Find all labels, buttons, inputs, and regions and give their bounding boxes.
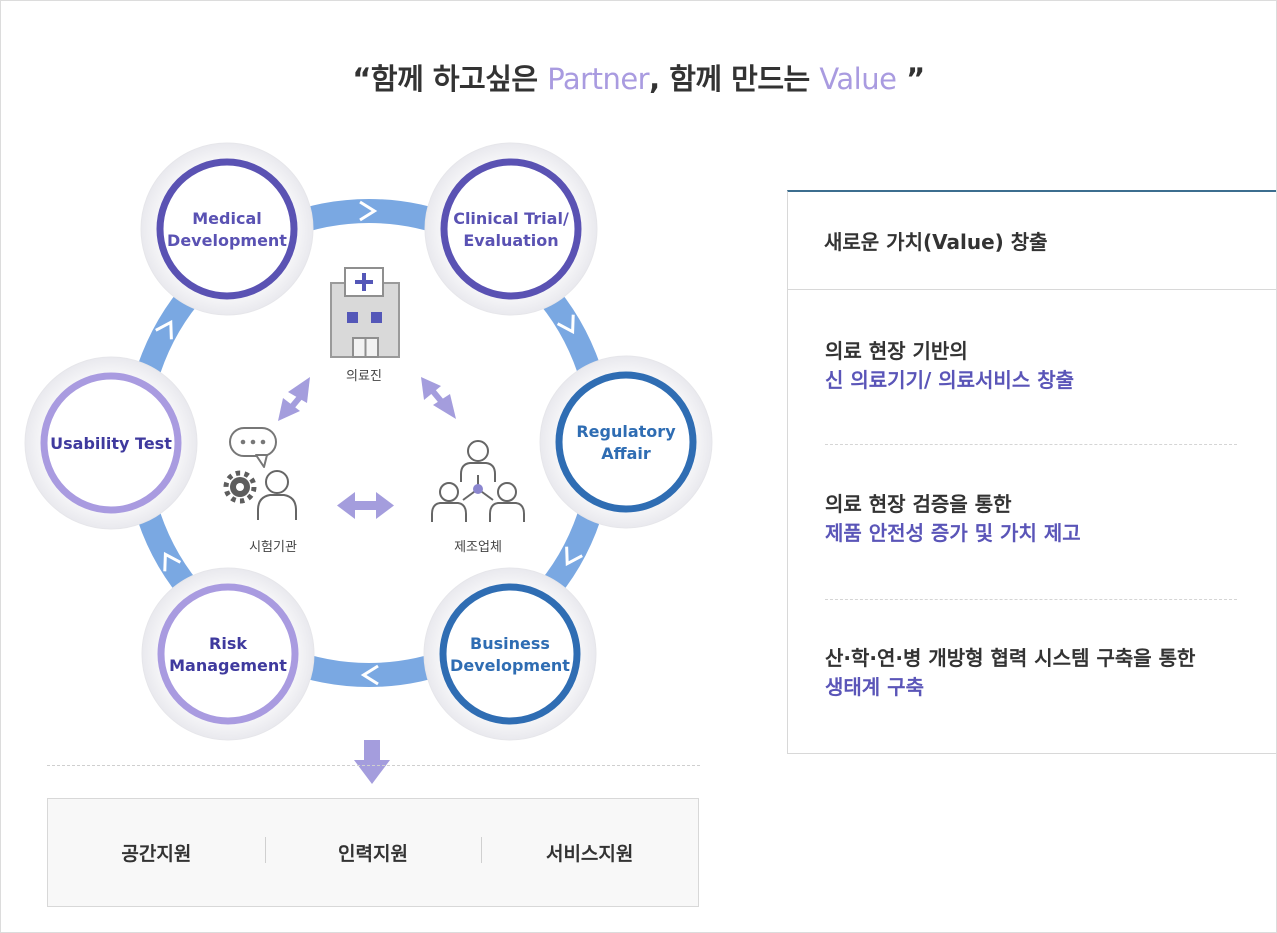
node-label-line1: Regulatory bbox=[576, 422, 676, 441]
node-label-line1: Usability Test bbox=[50, 434, 172, 453]
node-label-line1: Business bbox=[470, 634, 550, 653]
value-item-2-line1: 의료 현장 검증을 통한 bbox=[825, 492, 1012, 516]
value-item-2-line2: 제품 안전성 증가 및 가치 제고 bbox=[825, 521, 1081, 545]
node-label-line2: Evaluation bbox=[463, 231, 558, 250]
value-item-3-line1: 산·학·연·병 개방형 협력 시스템 구축을 통한 bbox=[825, 646, 1196, 670]
value-separator-1 bbox=[825, 444, 1237, 445]
headline-accent-value: Value bbox=[819, 62, 897, 96]
value-item-2: 의료 현장 검증을 통한 제품 안전성 증가 및 가치 제고 bbox=[825, 490, 1237, 548]
hospital-icon bbox=[330, 267, 400, 358]
section-divider bbox=[47, 765, 700, 766]
value-item-3: 산·학·연·병 개방형 협력 시스템 구축을 통한 생태계 구축 bbox=[825, 644, 1237, 702]
track-chevron-4 bbox=[360, 664, 379, 686]
support-item-space: 공간지원 bbox=[121, 843, 192, 865]
value-panel-title: 새로운 가치(Value) 창출 bbox=[788, 192, 1276, 290]
track-chevron-5 bbox=[163, 551, 182, 572]
person-icon bbox=[257, 470, 297, 520]
headline: “함께 하고싶은 Partner, 함께 만드는 Value ” bbox=[0, 56, 1277, 98]
node-label-line1: Clinical Trial/ bbox=[453, 209, 569, 228]
value-item-1: 의료 현장 기반의 신 의료기기/ 의료서비스 창출 bbox=[825, 337, 1237, 395]
track-chevron-3 bbox=[565, 546, 583, 567]
value-item-1-line2: 신 의료기기/ 의료서비스 창출 bbox=[825, 368, 1074, 392]
support-item-staff: 인력지원 bbox=[264, 837, 482, 866]
node-ring bbox=[157, 583, 299, 725]
headline-part2: , 함께 만드는 bbox=[649, 62, 820, 96]
node-label-line2: Management bbox=[169, 656, 287, 675]
value-item-3-line2: 생태계 구축 bbox=[825, 675, 924, 699]
arrow-test-maker-icon bbox=[337, 492, 394, 519]
support-item-service: 서비스지원 bbox=[481, 837, 698, 866]
gear-icon bbox=[223, 470, 257, 504]
node-label-line2: Development bbox=[167, 231, 287, 250]
cycle-node-usability-test: Usability Test bbox=[24, 356, 198, 530]
node-ring bbox=[40, 372, 182, 514]
hospital-label: 의료진 bbox=[346, 369, 382, 384]
arrow-hospital-maker-icon bbox=[421, 377, 456, 419]
node-ring bbox=[555, 371, 697, 513]
track-chevrons bbox=[155, 200, 583, 686]
value-panel: 새로운 가치(Value) 창출 의료 현장 기반의 신 의료기기/ 의료서비스… bbox=[787, 190, 1276, 754]
cycle-node-clinical-trial: Clinical Trial/Evaluation bbox=[424, 142, 598, 316]
node-label-line2: Affair bbox=[601, 444, 651, 463]
headline-open-quote: “ bbox=[352, 62, 371, 96]
maker-people-icon bbox=[431, 440, 525, 522]
node-ring bbox=[156, 158, 298, 300]
test-lab-icon bbox=[223, 427, 297, 520]
node-ring bbox=[440, 158, 582, 300]
support-box: 공간지원 인력지원 서비스지원 bbox=[47, 798, 699, 907]
node-label-line1: Medical bbox=[192, 209, 261, 228]
maker-label: 제조업체 bbox=[454, 540, 502, 555]
arrow-down-icon bbox=[354, 740, 390, 784]
node-ring bbox=[439, 583, 581, 725]
arrow-hospital-test-icon bbox=[278, 377, 310, 421]
node-label-line1: Risk bbox=[209, 634, 247, 653]
track-chevron-2 bbox=[556, 314, 575, 335]
value-item-1-line1: 의료 현장 기반의 bbox=[825, 339, 968, 363]
test-lab-label: 시험기관 bbox=[249, 540, 297, 555]
headline-close-quote: ” bbox=[896, 62, 925, 96]
track-chevron-1 bbox=[359, 200, 378, 222]
node-label-line2: Development bbox=[450, 656, 570, 675]
track-chevron-6 bbox=[155, 319, 173, 340]
headline-part1: 함께 하고싶은 bbox=[370, 62, 548, 96]
headline-accent-partner: Partner bbox=[547, 62, 650, 96]
value-separator-2 bbox=[825, 599, 1237, 600]
